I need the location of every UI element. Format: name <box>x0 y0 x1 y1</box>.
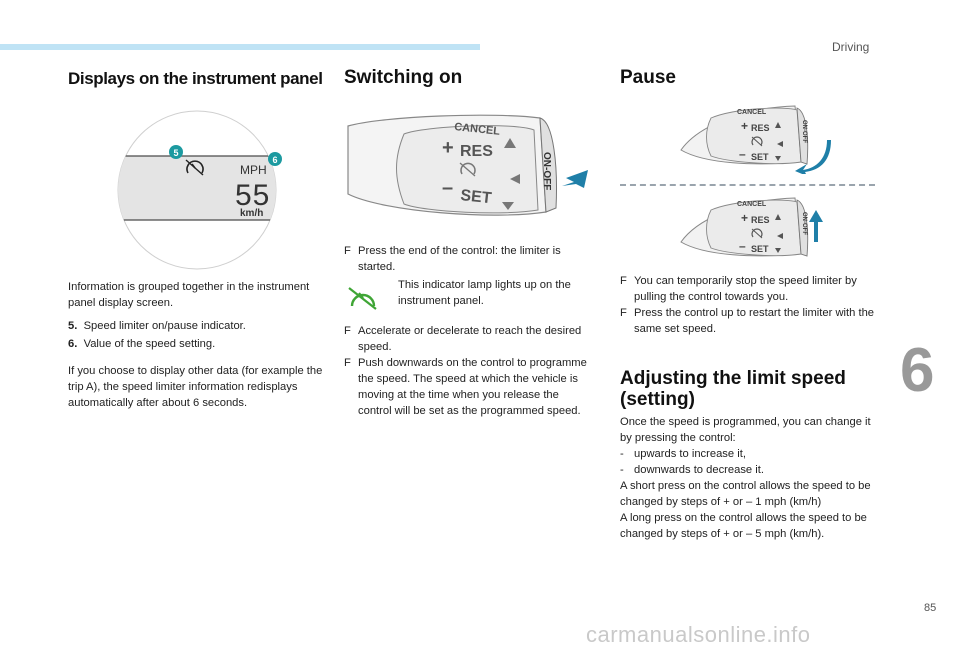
stalk-res-label: RES <box>460 143 493 160</box>
display-unit-mph: MPH <box>240 163 267 177</box>
callout-6: 6 <box>272 155 277 165</box>
speed-limiter-icon <box>185 159 204 176</box>
press-arrow-icon <box>562 170 588 188</box>
adjust-intro: Once the speed is programmed, you can ch… <box>620 416 871 444</box>
display-note: If you choose to display other data (for… <box>68 365 323 409</box>
display-speed-value: 55 <box>235 179 270 212</box>
push-up-arrow-icon <box>809 210 823 242</box>
svg-text:CANCEL: CANCEL <box>737 201 767 208</box>
svg-text:+: + <box>741 119 748 133</box>
stalk-onoff-label: ON-OFF <box>541 152 552 190</box>
watermark: carmanualsonline.info <box>586 622 811 647</box>
short-press-text: A short press on the control allows the … <box>620 480 871 508</box>
stalk-minus: – <box>442 177 453 199</box>
stalk-illustration-switch-on: CANCEL + RES – SET ON-OFF <box>347 114 588 216</box>
svg-text:+: + <box>741 211 748 225</box>
display-unit-kmh: km/h <box>240 208 263 219</box>
svg-text:ON-OFF: ON-OFF <box>801 212 807 235</box>
dashed-separator <box>620 184 875 186</box>
svg-text:ON-OFF: ON-OFF <box>801 120 807 143</box>
svg-text:SET: SET <box>751 244 769 254</box>
legend-item-5: 5. Speed limiter on/pause indicator. <box>68 320 246 332</box>
legend-item-6: 6. Value of the speed setting. <box>68 338 216 350</box>
display-intro: Information is grouped together in the i… <box>68 281 310 309</box>
svg-text:RES: RES <box>751 215 770 225</box>
top-color-bar <box>0 44 480 50</box>
indicator-lamp-icon <box>348 287 377 310</box>
svg-text:–: – <box>739 239 746 253</box>
svg-text:SET: SET <box>751 152 769 162</box>
chapter-number: 6 <box>900 336 935 405</box>
stalk-illustration-pause: CANCEL + RES – SET ON-OFF <box>680 105 831 174</box>
long-press-text: A long press on the control allows the s… <box>620 512 867 540</box>
legend-list: 5. Speed limiter on/pause indicator. 6. … <box>68 318 318 352</box>
switching-on-title: Switching on <box>344 67 463 88</box>
stalk-set-label: SET <box>460 187 493 207</box>
stalk-limiter-icon <box>459 162 476 177</box>
chapter-tab: 6 <box>900 335 960 435</box>
adjust-dash-2: -downwards to decrease it. <box>620 464 764 476</box>
adjusting-body: Once the speed is programmed, you can ch… <box>620 414 882 542</box>
callout-5: 5 <box>173 148 178 158</box>
stalk-plus: + <box>442 137 454 159</box>
adjusting-title: Adjusting the limit speed (setting) <box>620 368 846 410</box>
displays-title: Displays on the instrument panel <box>68 69 323 88</box>
svg-text:–: – <box>739 147 746 161</box>
page-number: 85 <box>924 602 937 614</box>
svg-text:RES: RES <box>751 123 770 133</box>
instrument-display-illustration: MPH 55 km/h 5 6 <box>117 110 282 270</box>
stalk-illustration-restart: CANCEL + RES – SET ON-OFF <box>680 197 823 257</box>
section-label: Driving <box>832 40 870 54</box>
pull-arrow-icon <box>795 140 831 174</box>
svg-text:CANCEL: CANCEL <box>737 109 767 116</box>
pause-title: Pause <box>620 67 676 88</box>
indicator-description: This indicator lamp lights up on the ins… <box>398 279 571 307</box>
stalk-cancel-label: CANCEL <box>454 121 501 138</box>
adjust-dash-1: -upwards to increase it, <box>620 448 746 460</box>
